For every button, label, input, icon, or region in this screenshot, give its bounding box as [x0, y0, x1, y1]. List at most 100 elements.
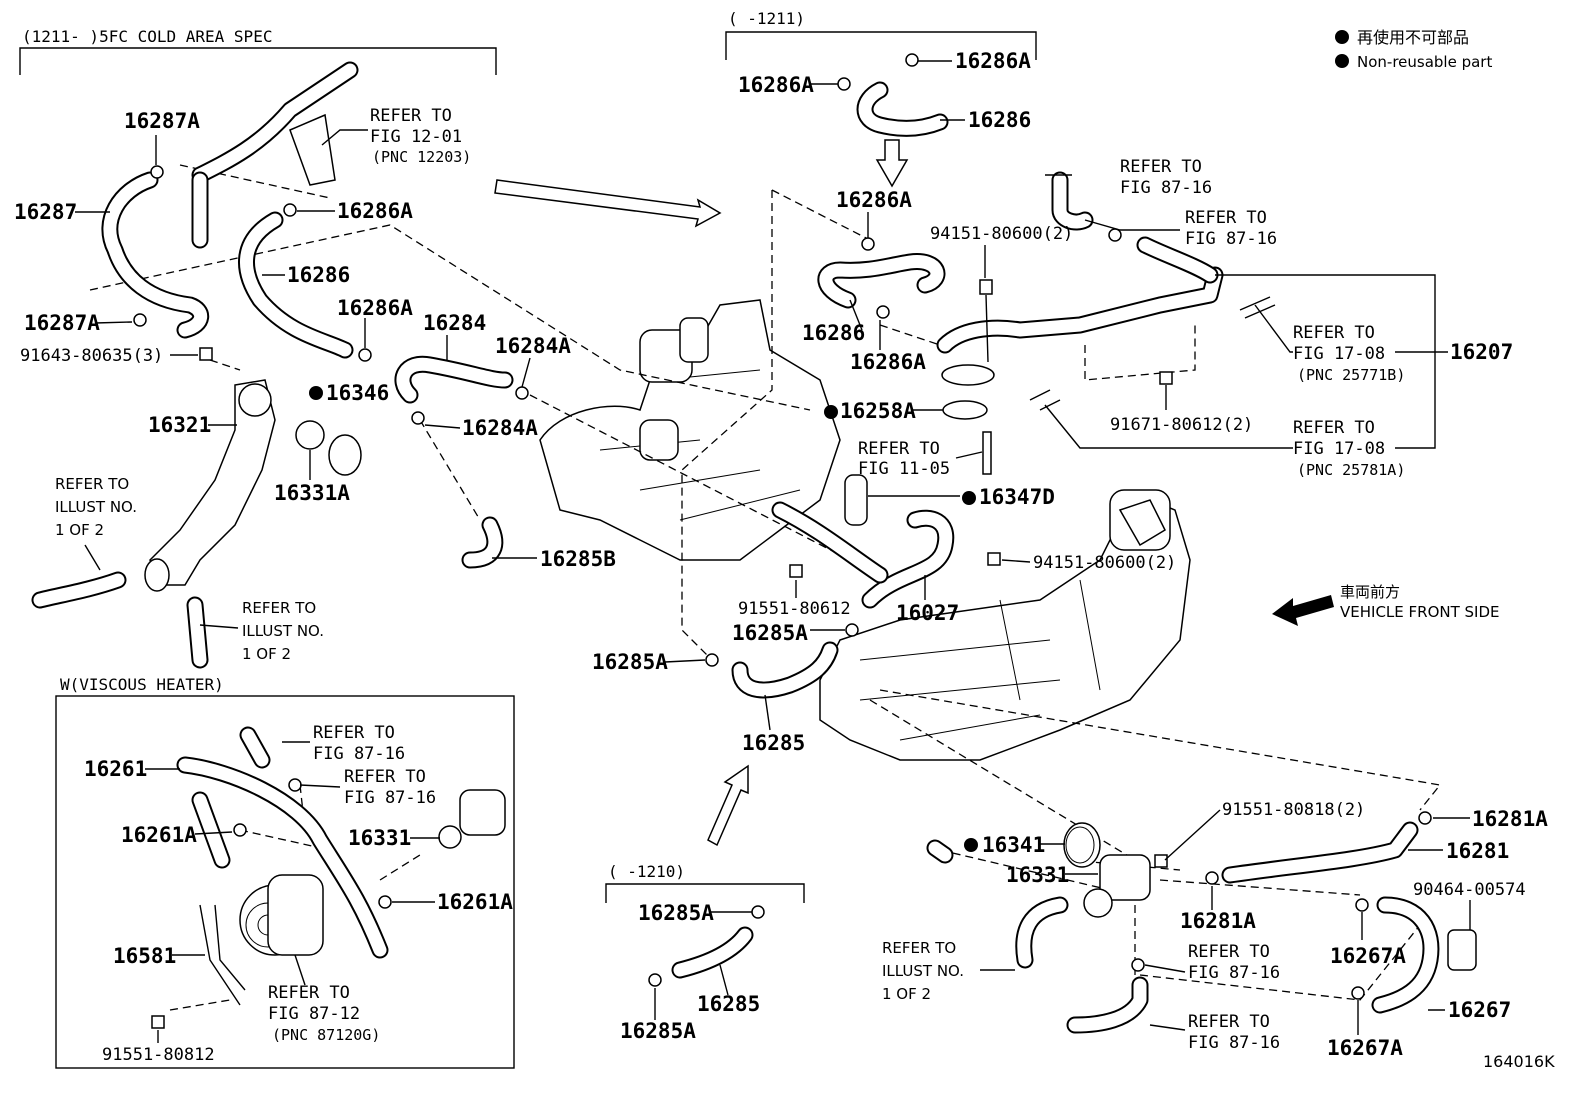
part-label: 16284A	[462, 416, 538, 440]
part-label: 16331A	[274, 481, 350, 505]
ref-note: REFER TO FIG 87-16	[1188, 942, 1280, 983]
svg-text:REFER TO: REFER TO	[1293, 323, 1375, 343]
part-label: 16286A	[337, 199, 413, 223]
part-label: 16286A	[337, 296, 413, 320]
hoses	[31, 61, 1477, 1034]
part-label: 16287A	[24, 311, 100, 335]
hose-clamp-icon	[288, 778, 302, 792]
group-viscous-label: W(VISCOUS HEATER)	[60, 675, 224, 694]
bolt-icon	[789, 564, 803, 578]
part-label: 91551-80812	[102, 1045, 215, 1065]
hose-clamp-icon	[378, 895, 392, 909]
hose-clamp-icon	[751, 905, 765, 919]
part-label: 16284	[423, 311, 486, 335]
svg-text:FIG 87-16: FIG 87-16	[1120, 178, 1212, 198]
part-label: 16286A	[955, 49, 1031, 73]
part-label: 16258A	[840, 399, 916, 423]
svg-text:REFER TO: REFER TO	[313, 723, 395, 743]
ref-note: REFER TO FIG 11-05	[858, 439, 950, 479]
svg-text:(PNC 87120G): (PNC 87120G)	[272, 1026, 380, 1044]
svg-text:REFER TO: REFER TO	[268, 983, 350, 1003]
svg-text:(PNC 25771B): (PNC 25771B)	[1297, 366, 1405, 384]
svg-text:1 OF 2: 1 OF 2	[242, 645, 291, 663]
dashed-leaders	[89, 164, 1442, 1011]
part-label: 16331	[348, 826, 411, 850]
svg-text:REFER TO: REFER TO	[1120, 157, 1202, 177]
part-label: 94151-80600(2)	[930, 224, 1073, 244]
arrow-right-icon	[494, 179, 722, 228]
svg-text:FIG 87-16: FIG 87-16	[313, 744, 405, 764]
part-label: 16346	[326, 381, 389, 405]
hose-clamp-icon	[233, 823, 247, 837]
part-label: 94151-80600(2)	[1033, 553, 1176, 573]
non-reusable-dot-icon	[309, 386, 323, 400]
svg-text:1 OF 2: 1 OF 2	[55, 521, 104, 539]
part-label: 16285A	[592, 650, 668, 674]
non-reusable-dot-icon	[962, 491, 976, 505]
bolt-icon	[151, 1015, 165, 1029]
group-viscous-heater: W(VISCOUS HEATER)	[55, 675, 515, 1069]
part-label: 91643-80635(3)	[20, 346, 163, 366]
part-label: 16027	[896, 601, 959, 625]
flow-arrows	[494, 139, 1334, 847]
part-label: 16261A	[437, 890, 513, 914]
part-label: 16286A	[738, 73, 814, 97]
svg-text:FIG 12-01: FIG 12-01	[370, 127, 462, 147]
reference-notes: REFER TO FIG 12-01 (PNC 12203) REFER TO …	[55, 106, 1405, 1053]
part-label: 91671-80612(2)	[1110, 415, 1253, 435]
ref-note: REFER TO FIG 87-16	[1188, 1012, 1280, 1053]
hose-clamp-icon	[283, 203, 297, 217]
hose-clamp-icon	[845, 623, 859, 637]
part-label: 16281	[1446, 839, 1509, 863]
ref-note: REFER TO FIG 87-12 (PNC 87120G)	[268, 983, 380, 1044]
hose-clamp-icon	[876, 305, 890, 319]
part-label: 16286	[287, 263, 350, 287]
gasket-icon	[1065, 826, 1095, 864]
part-label: 16281A	[1180, 909, 1256, 933]
vehicle-front-arrow-icon	[1272, 595, 1334, 626]
viscous-heater-frame	[55, 695, 515, 1069]
hose-clamp-icon	[837, 77, 851, 91]
gasket-ring-icon	[328, 434, 362, 476]
hose-clamp-icon	[515, 386, 529, 400]
part-label: 16286A	[836, 188, 912, 212]
part-label: 16261A	[121, 823, 197, 847]
part-label: 16267	[1448, 998, 1511, 1022]
part-label: 16284A	[495, 334, 571, 358]
hose-clamp-icon	[1108, 228, 1122, 242]
ref-note: REFER TO ILLUST NO. 1 OF 2	[55, 475, 137, 539]
part-label: 91551-80612	[738, 599, 851, 619]
svg-text:REFER TO: REFER TO	[1188, 1012, 1270, 1032]
ref-note: REFER TO ILLUST NO. 1 OF 2	[242, 599, 324, 663]
part-label: 16285A	[732, 621, 808, 645]
ref-note: REFER TO ILLUST NO. 1 OF 2	[882, 939, 964, 1003]
vehicle-front-en: VEHICLE FRONT SIDE	[1340, 603, 1500, 621]
group-top-mid: ( -1211)	[725, 9, 1037, 60]
part-label: 16285	[697, 992, 760, 1016]
ref-note: REFER TO FIG 87-16	[313, 723, 405, 764]
legend-en: Non-reusable part	[1357, 53, 1492, 71]
svg-text:(PNC 25781A): (PNC 25781A)	[1297, 461, 1405, 479]
ref-note: REFER TO FIG 87-16	[344, 767, 436, 808]
svg-text:ILLUST NO.: ILLUST NO.	[882, 962, 964, 980]
arrow-down-icon	[875, 139, 909, 188]
part-labels: 16287A 16287 16287A 16286A 16286 16286A …	[14, 49, 1548, 1065]
thermostat-icon	[295, 420, 325, 450]
svg-text:REFER TO: REFER TO	[858, 439, 940, 459]
svg-text:1 OF 2: 1 OF 2	[882, 985, 931, 1003]
vehicle-front-jp: 車両前方	[1340, 583, 1400, 601]
svg-text:(PNC 12203): (PNC 12203)	[372, 148, 471, 166]
part-label: 16285B	[540, 547, 616, 571]
non-reusable-dot-icon	[1335, 30, 1349, 44]
hose-clamp-icon	[358, 348, 372, 362]
ref-note: REFER TO FIG 17-08 (PNC 25771B)	[1293, 323, 1405, 384]
part-label: 16286	[968, 108, 1031, 132]
svg-text:FIG 11-05: FIG 11-05	[858, 459, 950, 479]
part-label: 16581	[113, 944, 176, 968]
svg-text:FIG 87-16: FIG 87-16	[1188, 963, 1280, 983]
part-label: 16347D	[979, 485, 1055, 509]
part-label: 16286A	[850, 350, 926, 374]
label-leaders	[75, 60, 1471, 1043]
part-label: 16281A	[1472, 807, 1548, 831]
